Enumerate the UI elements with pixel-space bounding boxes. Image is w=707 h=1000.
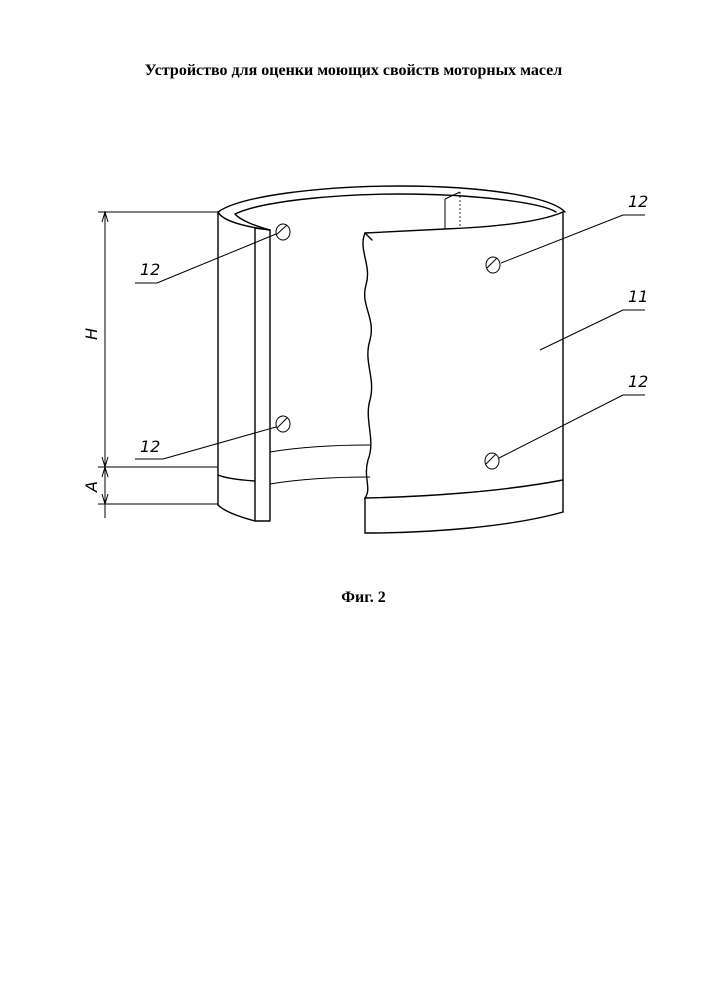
leader-lines (135, 215, 645, 459)
label-hole-left-bottom: 12 (140, 437, 160, 456)
figure-caption: Фиг. 2 (0, 589, 707, 607)
label-hole-left-top: 12 (140, 260, 160, 279)
cylinder-shell (218, 186, 565, 533)
dimension-lines (98, 212, 218, 518)
dimension-label-a: A (82, 481, 101, 493)
dimension-label-h: H (82, 328, 101, 340)
label-hole-right-bottom: 12 (628, 372, 648, 391)
label-part-11: 11 (628, 287, 648, 306)
hole-markers (276, 224, 500, 469)
label-hole-right-top: 12 (628, 192, 648, 211)
